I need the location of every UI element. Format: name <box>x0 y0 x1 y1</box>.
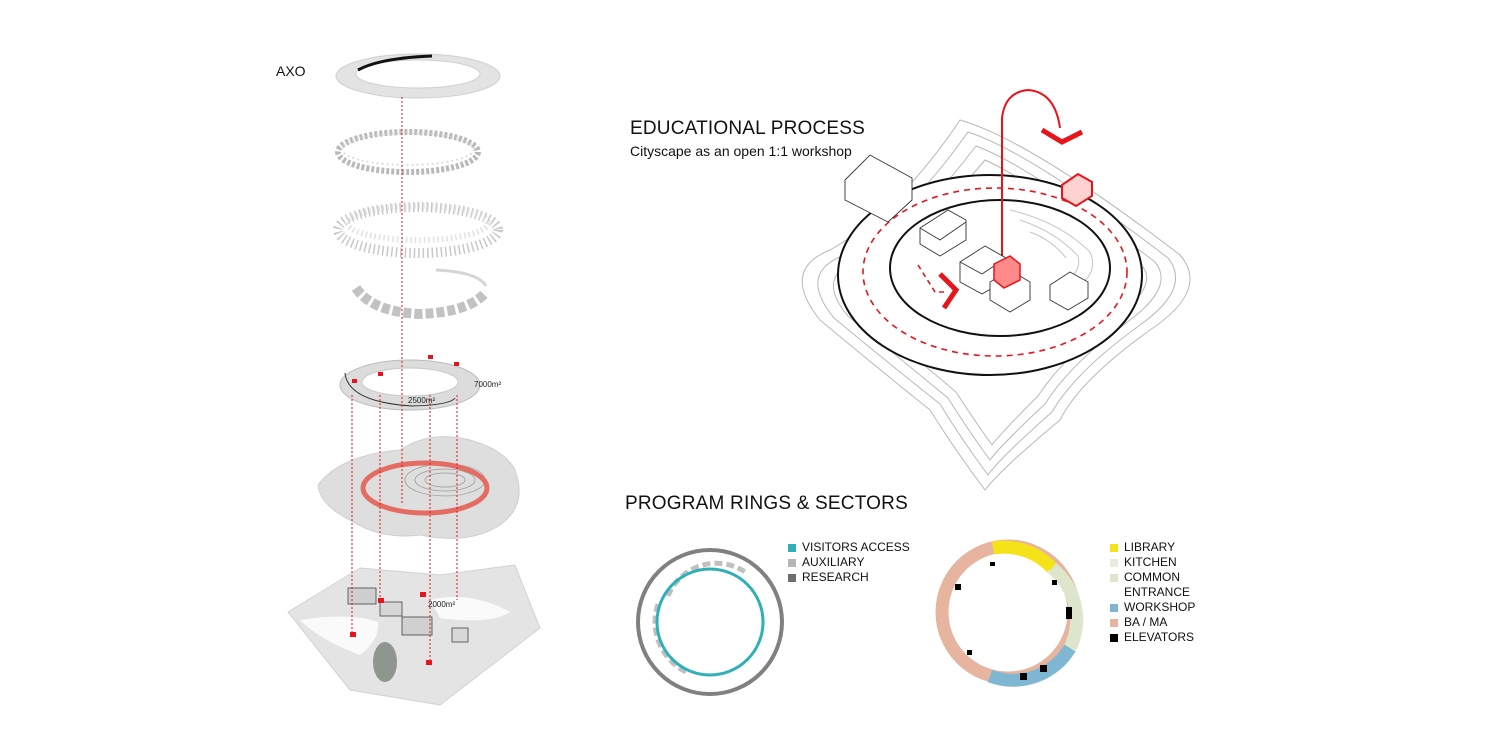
legend-sectors: LIBRARY KITCHEN COMMON ENTRANCE WORKSHOP… <box>1110 540 1195 645</box>
legend-label: COMMON <box>1124 570 1180 584</box>
arrow-chevron-icon <box>938 272 960 310</box>
legend-swatch <box>788 558 796 567</box>
legend-access: VISITORS ACCESS AUXILIARY RESEARCH <box>788 540 910 585</box>
program-ring-b <box>935 539 1084 687</box>
legend-item: RESEARCH <box>788 570 910 585</box>
legend-item: ELEVATORS <box>1110 630 1195 645</box>
legend-swatch <box>1110 573 1118 582</box>
axo-layer-facade <box>335 129 481 175</box>
area-label: 2500m² <box>408 396 436 405</box>
legend-label: WORKSHOP <box>1124 600 1196 614</box>
legend-item: ENTRANCE <box>1110 585 1195 600</box>
legend-label: KITCHEN <box>1124 555 1177 569</box>
legend-item: WORKSHOP <box>1110 600 1195 615</box>
axo-layer-site <box>287 564 541 706</box>
legend-item: AUXILIARY <box>788 555 910 570</box>
axo-layer-blocks <box>351 268 490 320</box>
axo-layer-floor <box>339 355 481 411</box>
courtyard-buildings <box>844 154 1089 313</box>
axo-exploded-stack <box>287 53 541 706</box>
area-label: 2000m² <box>428 600 456 609</box>
legend-label: RESEARCH <box>802 570 869 584</box>
legend-item: KITCHEN <box>1110 555 1195 570</box>
legend-swatch <box>1110 589 1118 597</box>
legend-swatch <box>1110 558 1118 567</box>
axo-layer-columns <box>333 202 503 258</box>
legend-swatch <box>1110 603 1118 612</box>
axo-connector-lines <box>351 97 458 665</box>
legend-item: COMMON <box>1110 570 1195 585</box>
legend-item: LIBRARY <box>1110 540 1195 555</box>
legend-swatch <box>1110 618 1118 627</box>
legend-swatch <box>1110 633 1118 642</box>
legend-item: BA / MA <box>1110 615 1195 630</box>
program-title: PROGRAM RINGS & SECTORS <box>625 493 908 514</box>
arrow-chevron-icon <box>1040 127 1084 145</box>
legend-label: VISITORS ACCESS <box>802 540 910 554</box>
circulation-path <box>862 187 1128 357</box>
legend-swatch <box>1110 543 1118 552</box>
legend-swatch <box>788 543 796 552</box>
legend-label: AUXILIARY <box>802 555 865 569</box>
legend-label: LIBRARY <box>1124 540 1176 554</box>
legend-swatch <box>788 573 796 582</box>
axo-label: AXO <box>276 63 306 79</box>
educational-subtitle: Cityscape as an open 1:1 workshop <box>630 143 852 159</box>
area-label: 7000m² <box>474 380 502 389</box>
educational-process-drawing <box>801 88 1191 491</box>
program-ring-a <box>636 548 784 696</box>
axo-layer-topography <box>317 436 520 539</box>
legend-label: ENTRANCE <box>1124 585 1191 599</box>
legend-label: BA / MA <box>1124 615 1168 629</box>
legend-item: VISITORS ACCESS <box>788 540 910 555</box>
axo-layer-roof <box>335 53 501 99</box>
educational-title: EDUCATIONAL PROCESS <box>630 118 866 139</box>
legend-label: ELEVATORS <box>1124 630 1195 644</box>
